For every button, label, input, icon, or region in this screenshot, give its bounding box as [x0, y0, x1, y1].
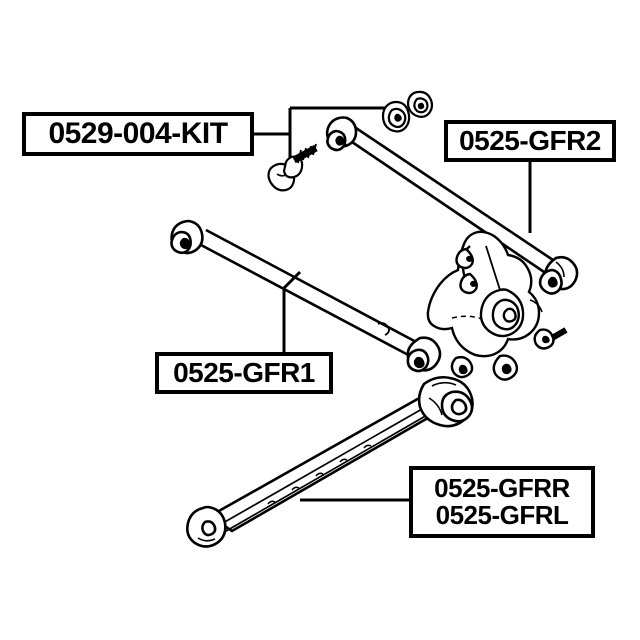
upper-lateral-link [325, 116, 579, 295]
callout-0525-gfr1[interactable]: 0525-GFR1 [155, 352, 333, 394]
flange-nut-icon [381, 100, 411, 133]
callout-label-right: 0525-GFRR [434, 473, 570, 504]
lock-washer-icon [406, 90, 434, 118]
callout-0525-gfrr-gfrl[interactable]: 0525-GFRR 0525-GFRL [409, 466, 595, 538]
steering-knuckle [426, 230, 568, 381]
flange-bolt-icon [267, 143, 318, 192]
lower-lateral-link [170, 219, 442, 373]
callout-label: 0525-GFR1 [173, 356, 315, 388]
leader-lines [254, 106, 532, 502]
leader-gfr1-tip [282, 270, 302, 290]
trailing-arm [186, 375, 474, 548]
callout-label: 0529-004-KIT [48, 116, 228, 150]
callout-label: 0525-GFR2 [459, 124, 601, 156]
callout-0529-004-kit[interactable]: 0529-004-KIT [22, 112, 254, 156]
callout-label-left: 0525-GFRL [435, 500, 569, 530]
callout-0525-gfr2[interactable]: 0525-GFR2 [444, 120, 616, 162]
